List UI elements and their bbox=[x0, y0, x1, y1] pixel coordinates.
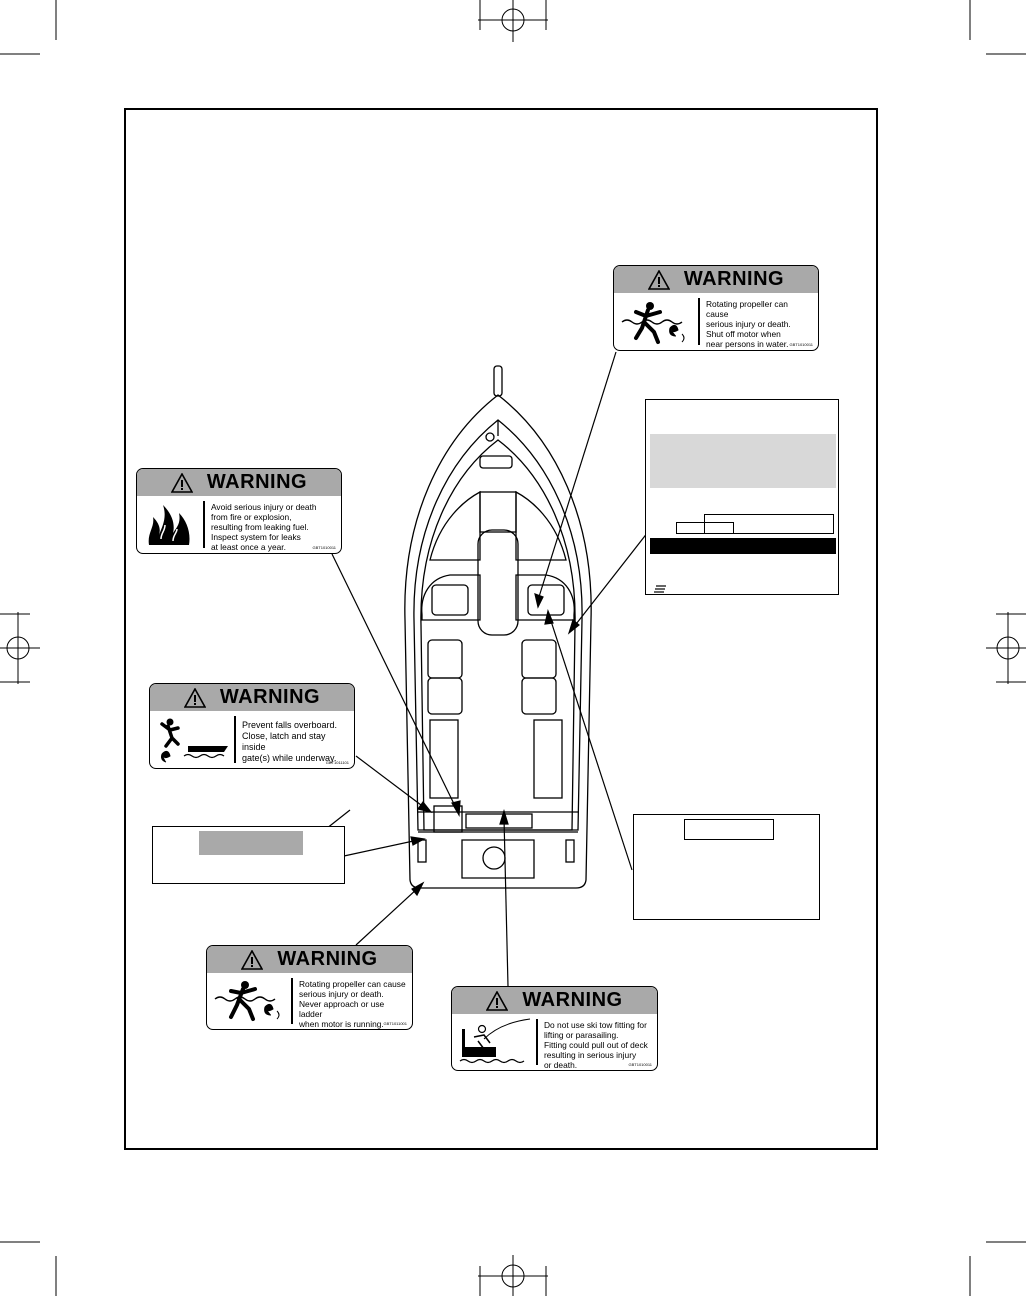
blank-label-right bbox=[633, 814, 820, 920]
warning-label: WARNING bbox=[522, 989, 623, 1011]
decal-text-line: lifting or parasailing. bbox=[544, 1030, 619, 1040]
decal-text-line: gate(s) while underway. bbox=[242, 753, 337, 763]
warning-triangle-icon bbox=[647, 269, 670, 290]
parasail-icon bbox=[459, 1018, 531, 1064]
logo-icon bbox=[654, 585, 666, 593]
warning-decal-propeller-top: WARNING Rotating propeller can cause ser… bbox=[613, 265, 819, 351]
decal-code: GBT1010011 bbox=[789, 342, 814, 347]
blank-label-gray-bar bbox=[199, 831, 303, 855]
warning-decal-ski-tow: WARNING Do not use ski tow fitting for l… bbox=[451, 986, 658, 1071]
warning-decal-propeller-bottom: WARNING Rotating propeller can cause ser… bbox=[206, 945, 413, 1030]
blank-label-field bbox=[684, 819, 774, 840]
decal-text-line: Rotating propeller can cause bbox=[706, 299, 788, 319]
capacity-plate bbox=[645, 399, 839, 595]
decal-text-line: serious injury or death. bbox=[706, 319, 791, 329]
warning-decal-falls: WARNING Prevent falls overboard. Close, … bbox=[149, 683, 355, 769]
decal-text-line: Shut off motor when bbox=[706, 329, 781, 339]
decal-code: GBT1011101 bbox=[325, 760, 349, 765]
decal-text-line: at least once a year. bbox=[211, 542, 286, 552]
decal-text-line: Fitting could pull out of deck bbox=[544, 1040, 648, 1050]
decal-text-line: from fire or explosion, bbox=[211, 512, 292, 522]
warning-decal-fuel: WARNING Avoid serious injury or death fr… bbox=[136, 468, 342, 554]
warning-header: WARNING bbox=[207, 946, 412, 973]
decal-text-line: Prevent falls overboard. bbox=[242, 720, 338, 730]
decal-text-line: resulting in serious injury bbox=[544, 1050, 637, 1060]
page-frame bbox=[124, 108, 878, 1150]
decal-code: GBT1010011 bbox=[628, 1062, 653, 1067]
decal-text-line: Close, latch and stay inside bbox=[242, 731, 326, 752]
decal-code: GBT1010011 bbox=[312, 545, 337, 550]
decal-text-line: Avoid serious injury or death bbox=[211, 502, 317, 512]
decal-text-line: near persons in water. bbox=[706, 339, 789, 349]
warning-label: WARNING bbox=[277, 948, 378, 970]
warning-label: WARNING bbox=[683, 268, 785, 290]
decal-text-line: Never approach or use ladder bbox=[299, 999, 385, 1019]
warning-header: WARNING bbox=[614, 266, 818, 293]
warning-header: WARNING bbox=[137, 469, 341, 496]
warning-header: WARNING bbox=[150, 684, 354, 711]
decal-text-line: serious injury or death. bbox=[299, 989, 384, 999]
capacity-plate-field bbox=[704, 514, 834, 534]
warning-label: WARNING bbox=[206, 471, 308, 493]
fire-icon bbox=[148, 504, 190, 545]
capacity-plate-gray-panel bbox=[650, 434, 836, 488]
fall-overboard-icon bbox=[160, 718, 228, 762]
warning-triangle-icon bbox=[241, 949, 264, 970]
swimmer-propeller-icon bbox=[621, 301, 685, 344]
decal-code: GBT1011001 bbox=[383, 1021, 408, 1026]
decal-text-line: resulting from leaking fuel. bbox=[211, 522, 309, 532]
decal-text-line: Rotating propeller can cause bbox=[299, 979, 406, 989]
decal-text-line: Do not use ski tow fitting for bbox=[544, 1020, 647, 1030]
capacity-plate-black-bar bbox=[650, 538, 836, 554]
decal-text-line: or death. bbox=[544, 1060, 578, 1070]
warning-triangle-icon bbox=[183, 687, 206, 708]
warning-label: WARNING bbox=[219, 686, 321, 708]
swimmer-propeller-icon bbox=[214, 981, 280, 1021]
warning-header: WARNING bbox=[452, 987, 657, 1014]
decal-text-line: when motor is running. bbox=[299, 1019, 384, 1029]
warning-triangle-icon bbox=[486, 990, 509, 1011]
warning-triangle-icon bbox=[170, 472, 193, 493]
capacity-plate-field bbox=[676, 522, 734, 534]
blank-label-left bbox=[152, 826, 345, 884]
decal-text-line: Inspect system for leaks bbox=[211, 532, 301, 542]
